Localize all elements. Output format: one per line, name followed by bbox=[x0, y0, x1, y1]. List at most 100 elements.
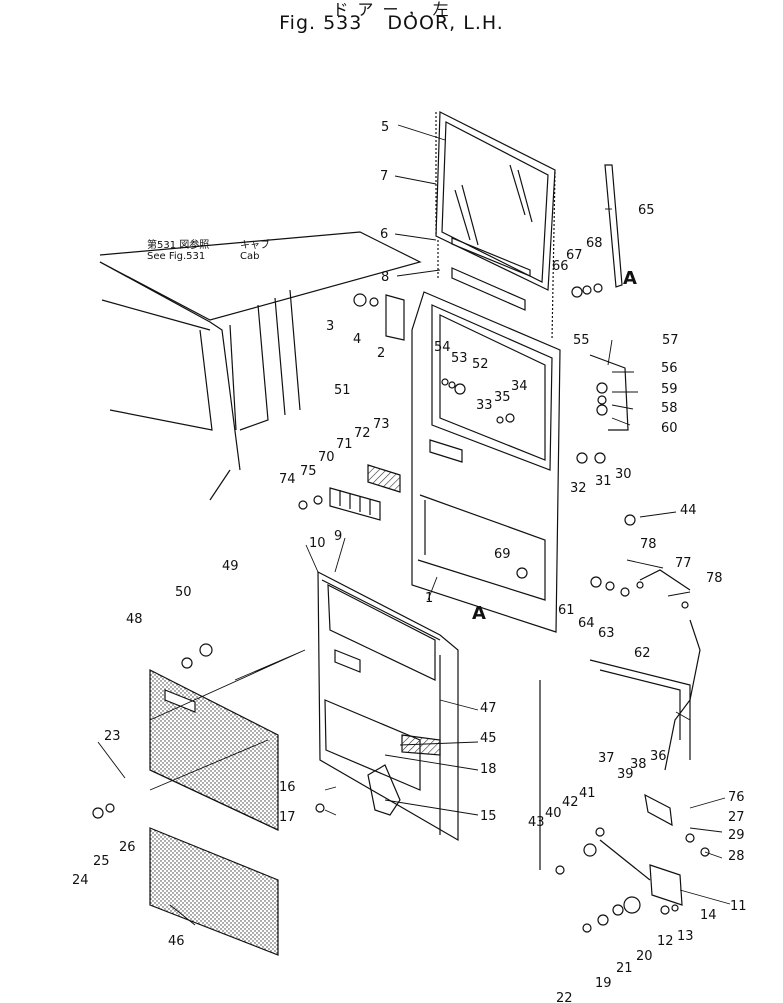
part-number-35: 35 bbox=[494, 390, 511, 405]
part-number-52: 52 bbox=[472, 357, 489, 372]
leader-lines bbox=[97, 124, 731, 926]
part-number-14: 14 bbox=[700, 908, 717, 923]
part-number-29: 29 bbox=[728, 828, 745, 843]
part-number-64: 64 bbox=[578, 616, 595, 631]
part-number-66: 66 bbox=[552, 259, 569, 274]
cab-reference-see: See Fig.531 bbox=[147, 251, 206, 262]
part-number-26: 26 bbox=[119, 840, 136, 855]
part-number-68: 68 bbox=[586, 236, 603, 251]
part-number-48: 48 bbox=[126, 612, 143, 627]
part-number-77: 77 bbox=[675, 556, 692, 571]
part-number-69: 69 bbox=[494, 547, 511, 562]
part-number-40: 40 bbox=[545, 806, 562, 821]
part-number-76: 76 bbox=[728, 790, 745, 805]
part-number-49: 49 bbox=[222, 559, 239, 574]
door-frame bbox=[411, 291, 561, 633]
figure-name: DOOR, L.H. bbox=[387, 12, 504, 34]
part-number-2: 2 bbox=[377, 346, 385, 361]
seal-strip bbox=[451, 237, 531, 311]
cab-outline bbox=[99, 231, 422, 501]
part-number-22: 22 bbox=[556, 991, 573, 1003]
figure-number: Fig. 533 bbox=[279, 12, 363, 34]
part-number-46: 46 bbox=[168, 934, 185, 949]
part-number-43: 43 bbox=[528, 815, 545, 830]
glass-seal bbox=[435, 112, 556, 341]
cab-reference-line2: See Fig.531 Cab bbox=[147, 251, 259, 262]
trim-lower-board bbox=[149, 827, 279, 956]
part-number-20: 20 bbox=[636, 949, 653, 964]
part-number-45: 45 bbox=[480, 731, 497, 746]
part-number-4: 4 bbox=[353, 332, 361, 347]
part-number-21: 21 bbox=[616, 961, 633, 976]
pad bbox=[401, 734, 441, 756]
part-number-11: 11 bbox=[730, 899, 747, 914]
part-number-3: 3 bbox=[326, 319, 334, 334]
hardware-bolts bbox=[92, 283, 710, 933]
part-number-44: 44 bbox=[680, 503, 697, 518]
part-number-16: 16 bbox=[279, 780, 296, 795]
vent-grille bbox=[329, 487, 381, 521]
part-number-72: 72 bbox=[354, 426, 371, 441]
part-number-7: 7 bbox=[380, 169, 388, 184]
lock-subview-frame bbox=[539, 619, 701, 870]
cab-reference-cab: Cab bbox=[240, 251, 260, 262]
part-number-78-second: 78 bbox=[706, 571, 723, 586]
part-number-5: 5 bbox=[381, 120, 389, 135]
part-number-37: 37 bbox=[598, 751, 615, 766]
inner-trim-panel bbox=[317, 571, 459, 842]
part-number-32: 32 bbox=[570, 481, 587, 496]
part-number-23: 23 bbox=[104, 729, 121, 744]
part-number-42: 42 bbox=[562, 795, 579, 810]
part-number-60: 60 bbox=[661, 421, 678, 436]
lock-rod bbox=[639, 569, 691, 591]
part-number-55: 55 bbox=[573, 333, 590, 348]
part-number-54: 54 bbox=[434, 340, 451, 355]
stay-rod bbox=[604, 164, 623, 288]
part-number-24: 24 bbox=[72, 873, 89, 888]
part-number-78: 78 bbox=[640, 537, 657, 552]
part-number-17: 17 bbox=[279, 810, 296, 825]
part-number-63: 63 bbox=[598, 626, 615, 641]
filter bbox=[367, 464, 401, 493]
inside-handle bbox=[589, 354, 629, 431]
part-number-74: 74 bbox=[279, 472, 296, 487]
part-number-1: 1 bbox=[425, 591, 433, 606]
part-number-70: 70 bbox=[318, 450, 335, 465]
part-number-59: 59 bbox=[661, 382, 678, 397]
part-number-10: 10 bbox=[309, 536, 326, 551]
part-number-51: 51 bbox=[334, 383, 351, 398]
window-glass bbox=[435, 111, 556, 291]
hinge-plate bbox=[385, 294, 405, 341]
cab-reference-line1: 第531 図参照 キャブ bbox=[147, 240, 270, 251]
part-number-71: 71 bbox=[336, 437, 353, 452]
part-number-34: 34 bbox=[511, 379, 528, 394]
part-number-62: 62 bbox=[634, 646, 651, 661]
part-number-58: 58 bbox=[661, 401, 678, 416]
part-number-53: 53 bbox=[451, 351, 468, 366]
part-number-57: 57 bbox=[662, 333, 679, 348]
part-number-75: 75 bbox=[300, 464, 317, 479]
cab-reference-jp: 第531 図参照 bbox=[147, 240, 210, 251]
part-number-41: 41 bbox=[579, 786, 596, 801]
part-number-38: 38 bbox=[630, 757, 647, 772]
part-number-47: 47 bbox=[480, 701, 497, 716]
part-number-15: 15 bbox=[480, 809, 497, 824]
lock-assembly bbox=[583, 793, 683, 916]
part-number-19: 19 bbox=[595, 976, 612, 991]
part-number-30: 30 bbox=[615, 467, 632, 482]
view-marker-2: A bbox=[472, 603, 486, 624]
part-number-6: 6 bbox=[380, 227, 388, 242]
part-number-50: 50 bbox=[175, 585, 192, 600]
trim-board bbox=[149, 669, 279, 831]
part-number-18: 18 bbox=[480, 762, 497, 777]
view-marker-1: A bbox=[623, 268, 637, 289]
part-number-56: 56 bbox=[661, 361, 678, 376]
part-number-27: 27 bbox=[728, 810, 745, 825]
part-number-8: 8 bbox=[381, 270, 389, 285]
part-number-13: 13 bbox=[677, 929, 694, 944]
cab-reference-note: 第531 図参照 キャブ See Fig.531 Cab bbox=[147, 240, 270, 262]
part-number-12: 12 bbox=[657, 934, 674, 949]
